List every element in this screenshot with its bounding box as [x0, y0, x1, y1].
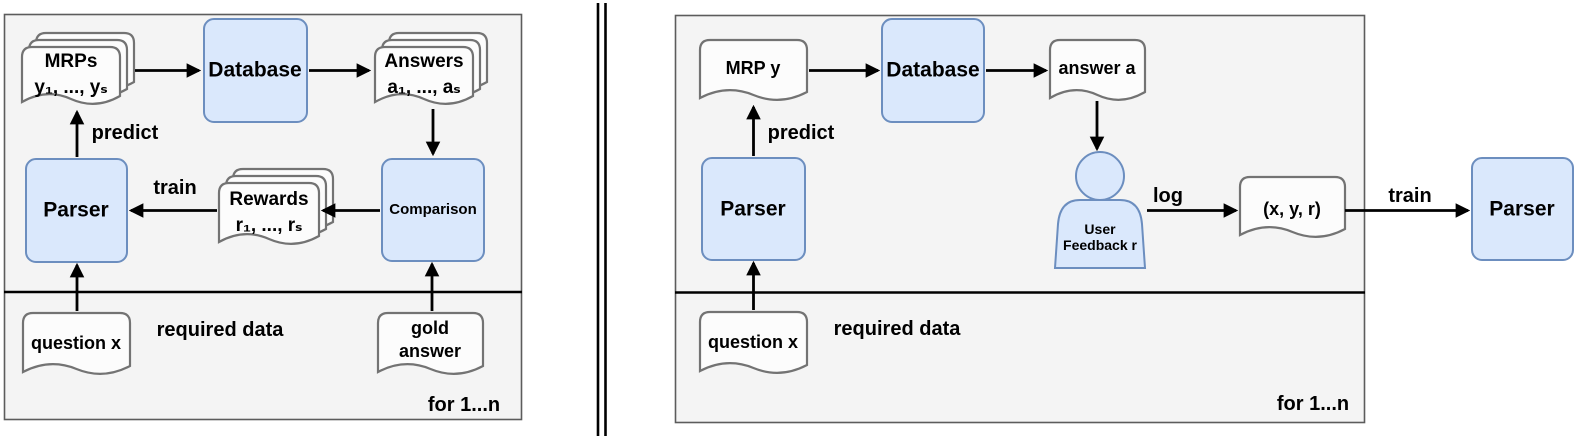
doc-rewards-label: Rewards r₁, ..., rₛ — [229, 187, 308, 239]
box-database-left — [203, 18, 308, 123]
doc-answer-a-label: answer a — [1058, 58, 1136, 79]
user-icon-head — [1075, 151, 1125, 201]
box-comparison — [381, 158, 485, 262]
label-required-data-left: required data — [156, 319, 284, 341]
doc-answer-a — [1048, 38, 1147, 101]
doc-question-right — [698, 310, 809, 374]
doc-tuple-xyr-label: (x, y, r) — [1263, 199, 1321, 220]
box-parser-left — [25, 158, 128, 263]
doc-mrps-title: MRPs — [44, 51, 98, 72]
doc-mrp-y-label: MRP y — [725, 58, 781, 79]
box-database-right — [881, 18, 985, 123]
user-icon-body — [1053, 199, 1147, 269]
doc-mrps-label: MRPs y₁, ..., yₛ — [34, 49, 107, 101]
doc-stack-mrps — [20, 31, 136, 105]
doc-stack-answers — [373, 31, 489, 105]
label-loop-left: for 1...n — [427, 394, 501, 416]
box-comparison-label: Comparison — [389, 201, 477, 218]
box-parser-right — [701, 157, 806, 261]
user-feedback-label: User Feedback r — [1063, 221, 1137, 253]
doc-question-left — [21, 311, 132, 375]
doc-answers-label: Answers a₁, ..., aₛ — [384, 49, 463, 101]
doc-tuple-xyr — [1238, 175, 1347, 238]
label-log: log — [1153, 185, 1183, 207]
label-train-right: train — [1388, 185, 1432, 207]
arrows — [69, 63, 1471, 311]
doc-mrp-y — [698, 38, 809, 101]
label-required-data-right: required data — [833, 318, 961, 340]
box-parser-left-label: Parser — [43, 198, 109, 222]
label-predict-left: predict — [91, 122, 159, 144]
label-loop-right: for 1...n — [1276, 393, 1350, 415]
box-database-left-label: Database — [208, 58, 302, 82]
doc-gold-answer-label: gold answer — [398, 318, 462, 361]
box-database-right-label: Database — [886, 58, 980, 82]
box-parser-external-label: Parser — [1489, 197, 1555, 221]
doc-question-right-label: question x — [707, 332, 799, 353]
box-parser-right-label: Parser — [720, 197, 786, 221]
user-icon — [1053, 151, 1147, 269]
doc-answers-sub: a₁, ..., aₛ — [387, 77, 461, 98]
box-parser-external — [1471, 157, 1574, 261]
doc-mrps-sub: y₁, ..., yₛ — [34, 77, 108, 98]
doc-stack-rewards — [217, 167, 335, 245]
doc-rewards-sub: r₁, ..., rₛ — [235, 215, 303, 236]
doc-answers-title: Answers — [384, 51, 464, 72]
doc-rewards-title: Rewards — [229, 189, 309, 210]
label-train-left: train — [153, 177, 197, 199]
label-predict-right: predict — [767, 122, 835, 144]
doc-question-left-label: question x — [30, 333, 122, 354]
doc-gold-answer — [376, 311, 485, 375]
